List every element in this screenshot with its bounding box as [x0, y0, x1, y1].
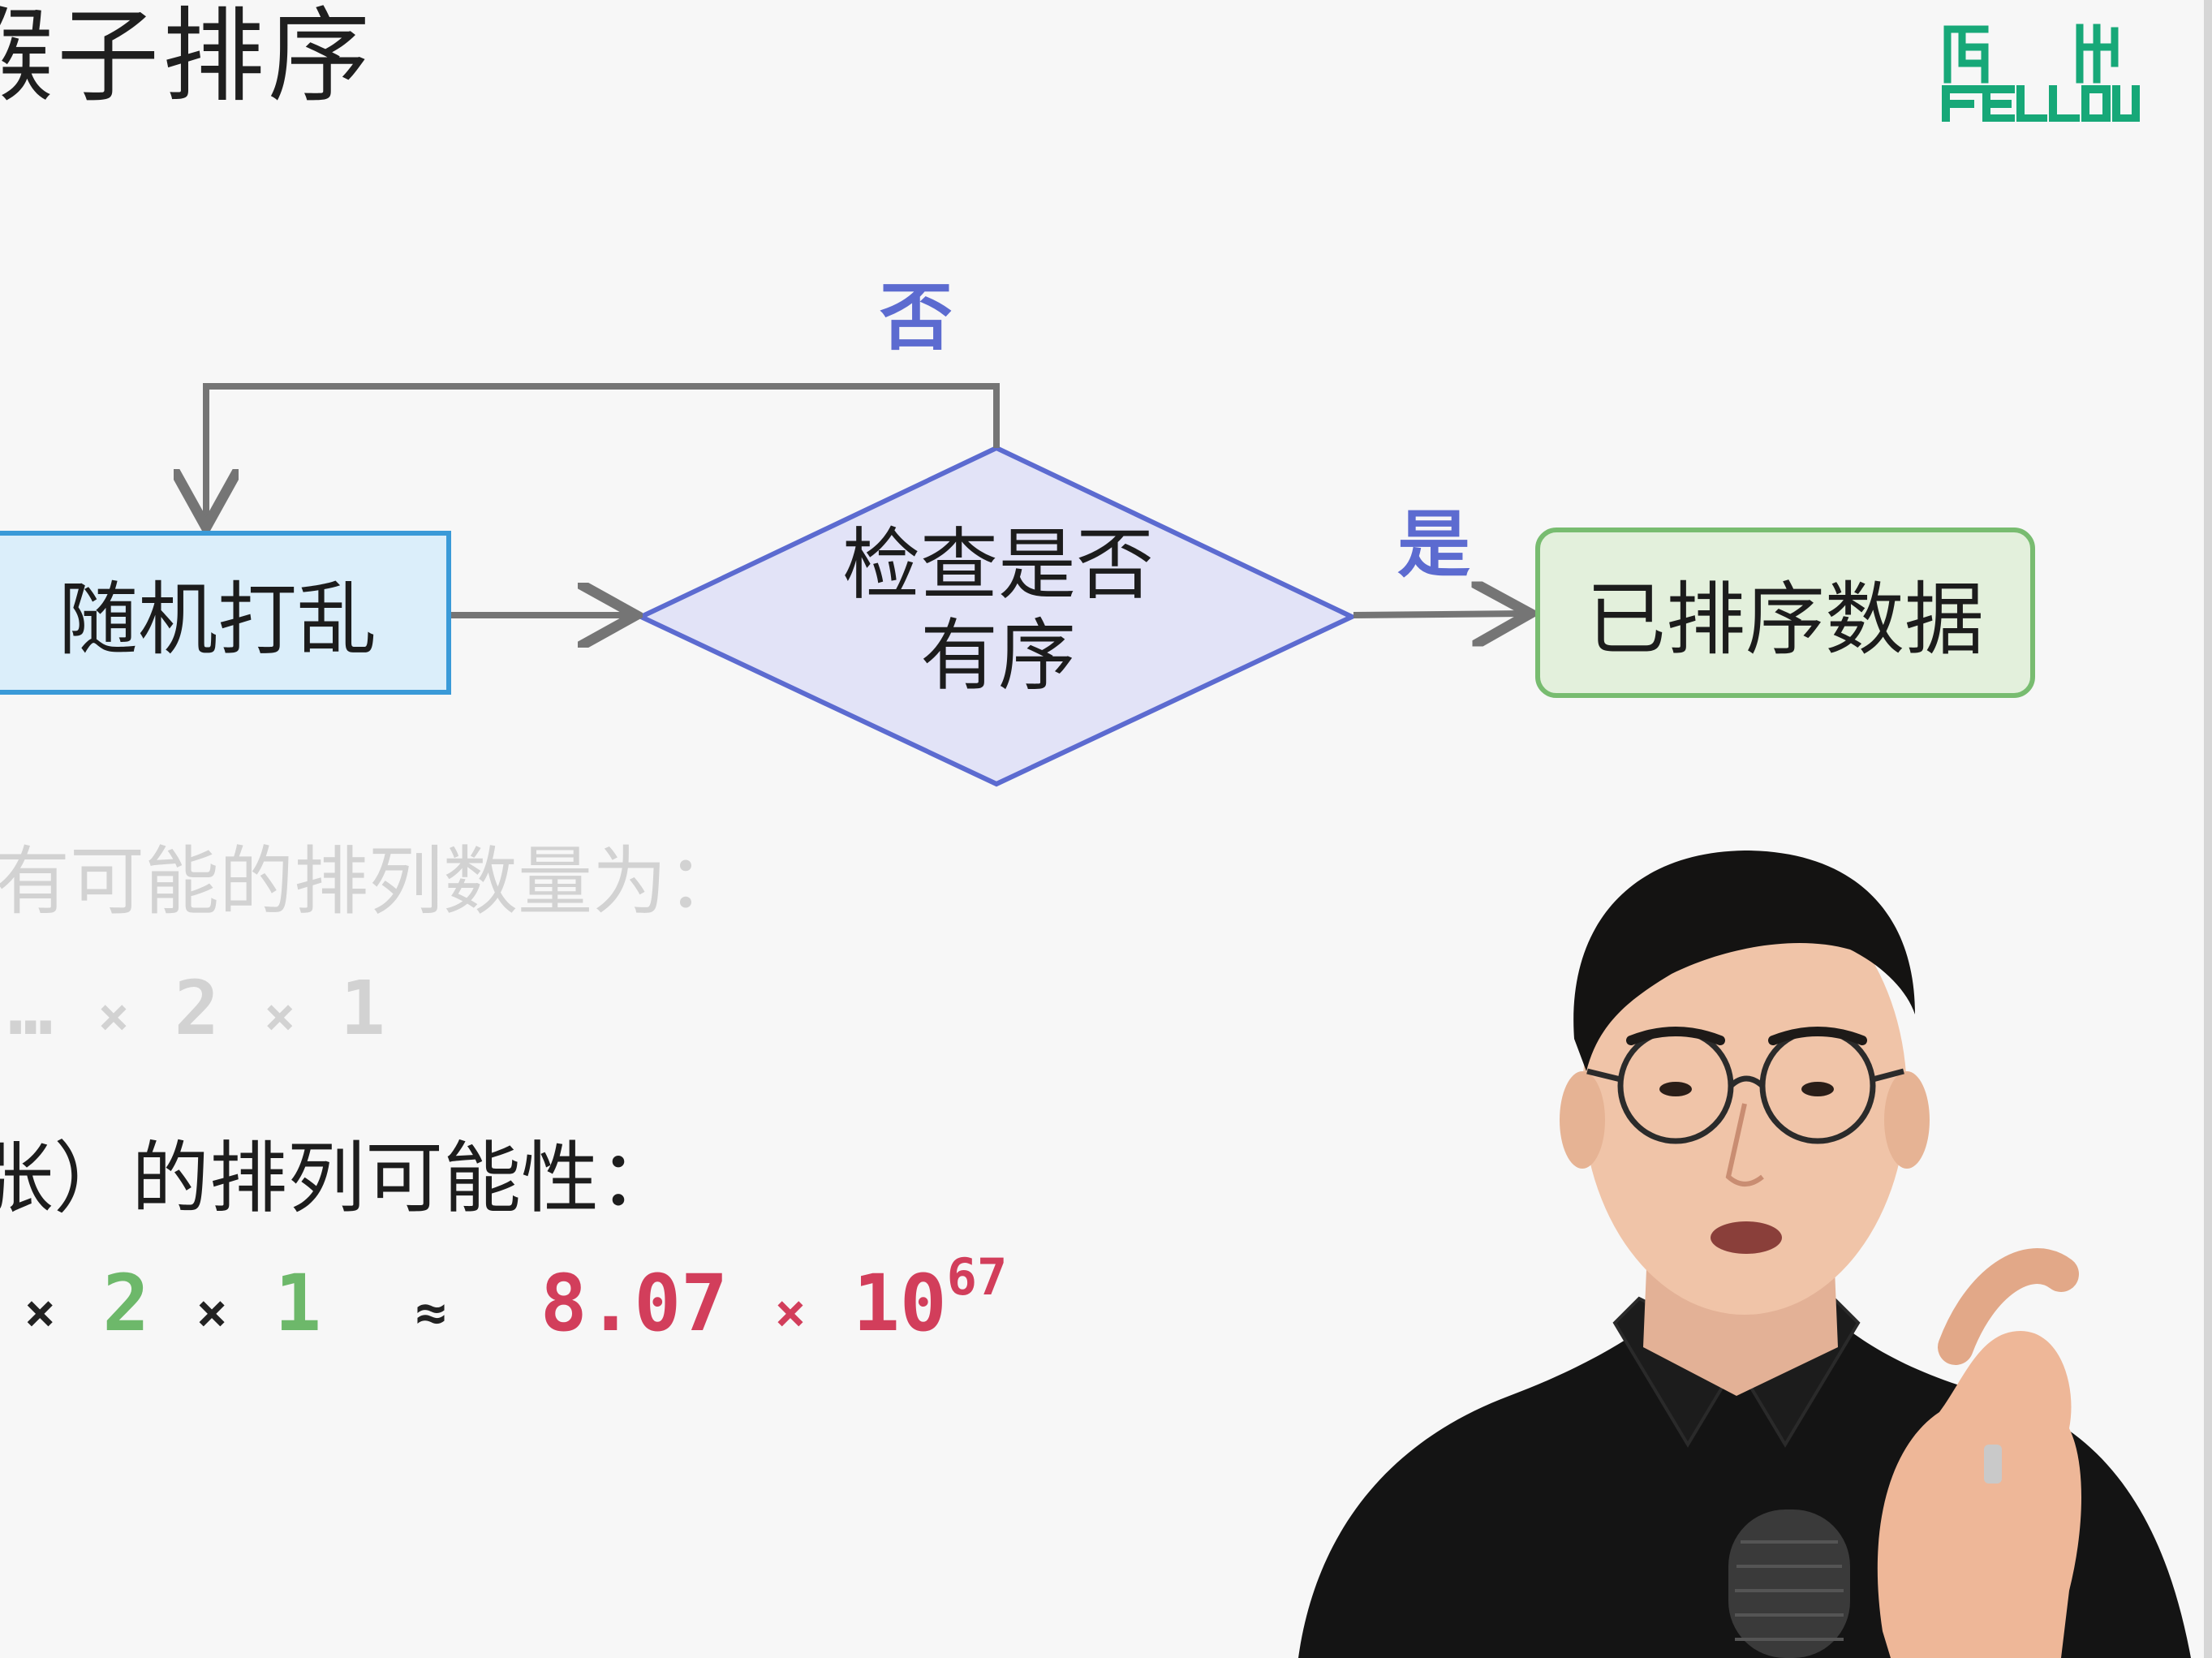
- microphone: [1728, 1509, 1850, 1658]
- presenter-hand: [1877, 1331, 2081, 1658]
- formula-approx: ≈: [415, 1283, 447, 1343]
- faded-times-1: ×: [97, 987, 130, 1047]
- label-yes: 是: [1397, 502, 1470, 588]
- formula-times-2: ×: [196, 1283, 228, 1343]
- formula-times-1: ×: [24, 1283, 56, 1343]
- faded-number-1: 1: [340, 965, 385, 1052]
- faded-text-line1: 有可能的排列数量为：: [0, 838, 742, 925]
- faded-times-2: ×: [264, 987, 296, 1047]
- loop-back-arrow: [206, 383, 1000, 521]
- formula-times-3: ×: [774, 1283, 807, 1343]
- formula-number-2: 2: [102, 1258, 150, 1349]
- formula-exponent: 67: [946, 1247, 1008, 1307]
- formula-number-1: 1: [274, 1258, 322, 1349]
- node-check-line1: 检查是否: [842, 519, 1154, 610]
- formula-base: 10: [853, 1258, 947, 1349]
- fellou-logo: [1942, 24, 2140, 122]
- faded-number-2: 2: [174, 965, 220, 1052]
- check-to-sorted-arrow: [1353, 614, 1524, 615]
- permutation-text: 张）的排列可能性：: [0, 1133, 677, 1224]
- node-check-line2: 有序: [920, 610, 1076, 701]
- label-no: 否: [880, 275, 953, 360]
- node-sorted-label: 已排序数据: [1586, 574, 1984, 666]
- slide-title: 猴子排序: [0, 0, 373, 116]
- presenter-face: [1582, 876, 1907, 1315]
- node-shuffle: 随机打乱: [0, 531, 451, 695]
- presenter-hair: [1573, 851, 1915, 1071]
- node-sorted: 已排序数据: [1535, 528, 2035, 698]
- node-shuffle-label: 随机打乱: [58, 574, 377, 666]
- presenter-mouth: [1711, 1221, 1782, 1254]
- permutation-formula: × 2 × 1 ≈ 8.07 × 1067: [24, 1252, 1007, 1362]
- faded-ellipsis: …: [8, 965, 54, 1052]
- frame-edge: [2204, 0, 2212, 1658]
- faded-text-line2: … × 2 × 1: [8, 964, 385, 1062]
- presenter-video: [1298, 851, 2191, 1658]
- formula-mantissa: 8.07: [540, 1258, 728, 1349]
- node-check: 检查是否 有序: [828, 519, 1168, 701]
- check-sorted-diamond: [635, 445, 1358, 787]
